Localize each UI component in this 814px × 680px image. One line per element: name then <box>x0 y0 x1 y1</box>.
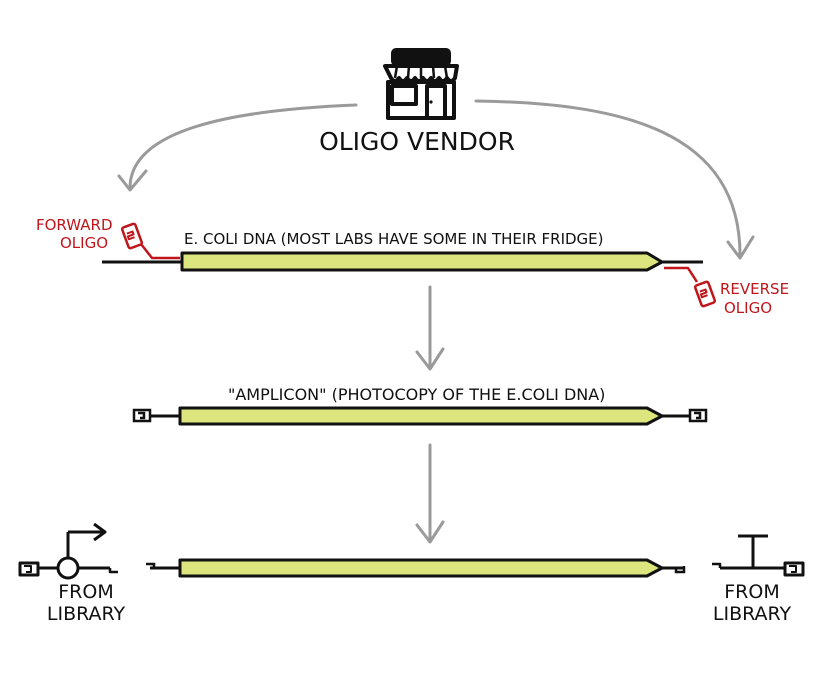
forward-oligo <box>120 222 180 260</box>
amplicon-left-overhang <box>132 408 152 423</box>
left-library-label-line1: FROM <box>58 581 113 603</box>
reverse-oligo-label-line1: REVERSE <box>720 280 789 298</box>
right-library-label-line2: LIBRARY <box>713 603 792 625</box>
promoter-icon <box>18 522 118 580</box>
storefront-icon <box>383 48 459 120</box>
template-dna-bar <box>180 251 664 272</box>
template-dna-label: E. COLI DNA (MOST LABS HAVE SOME IN THEI… <box>184 230 604 248</box>
amplicon-label: "AMPLICON" (PHOTOCOPY OF THE E.COLI DNA) <box>228 385 605 404</box>
assembly-dna-bar <box>178 558 664 578</box>
terminator-icon <box>712 534 805 577</box>
vendor-to-forward-arrow <box>128 103 358 190</box>
right-library-label-line1: FROM <box>724 581 779 603</box>
left-library-label-line2: LIBRARY <box>47 603 126 625</box>
reverse-oligo <box>664 266 717 308</box>
vendor-to-reverse-arrowhead <box>726 235 755 260</box>
reverse-oligo-label-line2: OLIGO <box>724 299 772 317</box>
amplicon-right-overhang <box>688 408 708 423</box>
forward-oligo-label-line2: OLIGO <box>60 234 108 252</box>
down-arrow-2-head <box>415 520 445 544</box>
down-arrow-1-head <box>415 347 445 371</box>
vendor-to-forward-arrowhead <box>117 169 148 192</box>
amplicon-dna-bar <box>178 406 664 426</box>
forward-oligo-label-line1: FORWARD <box>36 216 113 234</box>
vendor-label: OLIGO VENDOR <box>319 127 515 156</box>
vendor-to-reverse-arrow <box>474 99 742 257</box>
assembly-left-overhang <box>146 562 156 568</box>
assembly-right-overhang <box>674 566 686 574</box>
